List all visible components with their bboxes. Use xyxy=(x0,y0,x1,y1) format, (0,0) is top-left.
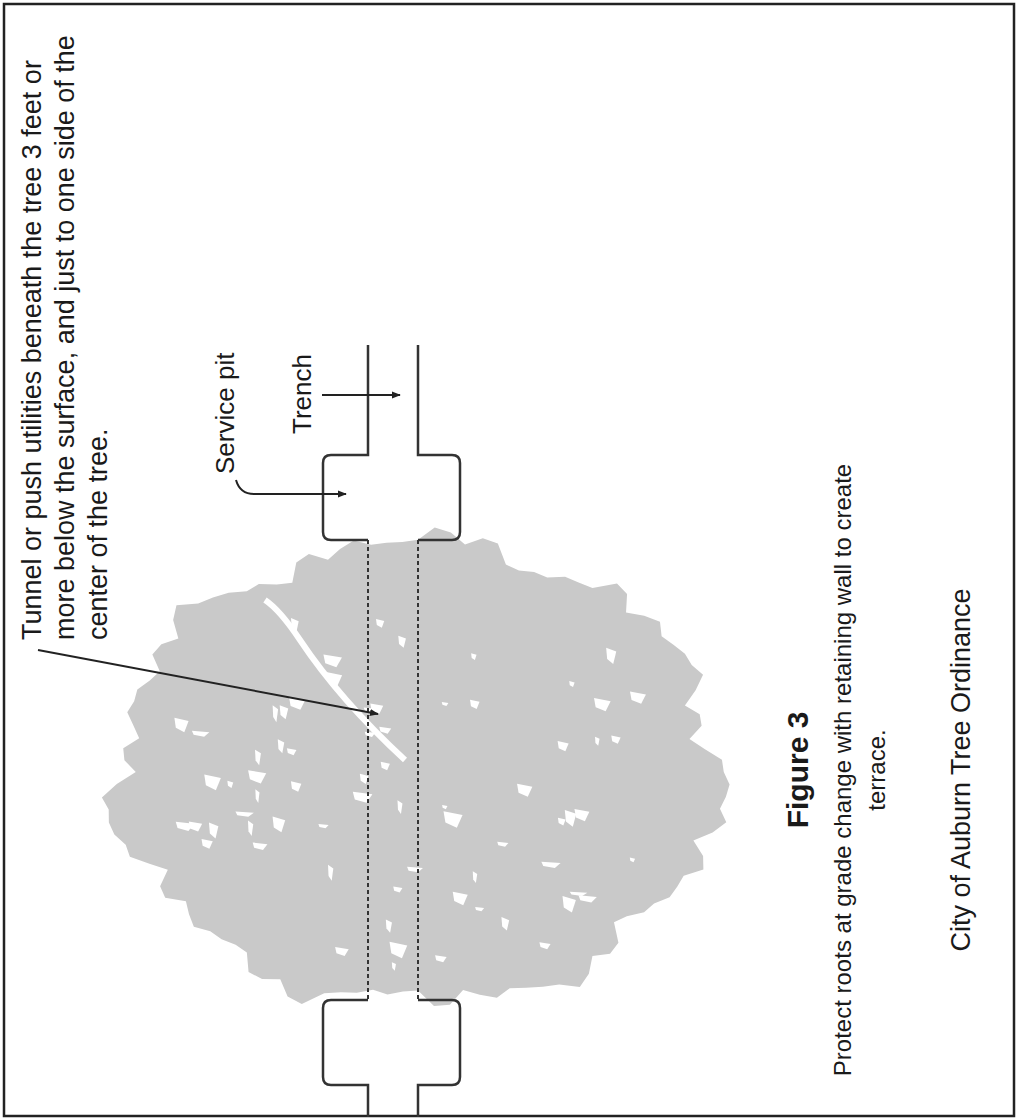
canopy-gap xyxy=(376,619,384,628)
canopy-gap xyxy=(594,698,611,711)
canopy-gap xyxy=(397,800,402,814)
canopy-gap xyxy=(192,731,209,737)
canopy-gap xyxy=(287,748,297,755)
canopy-gap xyxy=(611,736,620,744)
service-pit-top-right xyxy=(418,345,460,540)
canopy-gap xyxy=(398,636,406,648)
canopy-gap xyxy=(273,817,286,833)
canopy-gap xyxy=(471,653,476,660)
canopy-gap xyxy=(475,907,484,911)
canopy-gap xyxy=(209,823,218,839)
figure-caption: Protect roots at grade change with retai… xyxy=(826,445,894,1095)
canopy-gap xyxy=(630,858,635,863)
canopy-gap xyxy=(574,809,589,821)
canopy-gap xyxy=(630,692,646,704)
source-credit: City of Auburn Tree Ordinance xyxy=(945,450,977,1090)
canopy-gap xyxy=(517,784,532,797)
tunnel-path xyxy=(368,540,418,1000)
canopy-gap xyxy=(248,821,253,836)
canopy-gap xyxy=(280,705,289,719)
canopy-gap xyxy=(442,702,449,706)
canopy-gap xyxy=(235,811,253,816)
canopy-gap xyxy=(569,681,574,687)
canopy-gap xyxy=(558,741,569,751)
canopy-gap xyxy=(248,770,266,783)
canopy-gap xyxy=(595,737,600,746)
canopy-gap xyxy=(562,896,575,912)
canopy-gap xyxy=(501,917,509,931)
canopy-gap xyxy=(328,865,333,881)
canopy-gap xyxy=(390,942,408,958)
canopy-gap xyxy=(392,962,396,971)
canopy-gap xyxy=(606,648,616,664)
tree-crown xyxy=(102,528,730,1006)
canopy-gap xyxy=(176,822,194,831)
canopy-gap xyxy=(353,792,373,803)
canopy-gap xyxy=(318,824,328,828)
canopy-gap xyxy=(335,947,349,956)
frame-border xyxy=(4,4,1014,1116)
canopy-gap xyxy=(570,892,588,896)
canopy-gap xyxy=(565,810,576,827)
canopy-gap xyxy=(202,839,213,849)
callout-note: Tunnel or push utilities beneath the tre… xyxy=(16,25,115,640)
canopy-gap xyxy=(323,654,342,667)
canopy-gap xyxy=(407,867,423,873)
canopy-gap xyxy=(453,892,468,905)
tunnel-line xyxy=(367,540,369,1000)
leader-arrow xyxy=(38,650,378,714)
canopy-gap xyxy=(435,955,447,962)
service-pit-bottom-right xyxy=(418,1000,460,1117)
canopy-gap xyxy=(386,920,392,933)
canopy-gap xyxy=(291,781,301,792)
canopy-gap xyxy=(473,871,477,883)
canopy-gap xyxy=(381,762,390,771)
trench-outline xyxy=(323,345,460,1117)
canopy-gap xyxy=(174,718,188,733)
canopy-gap xyxy=(204,774,221,790)
canopy-gap xyxy=(255,750,261,766)
figure-title: Figure 3 xyxy=(780,570,816,970)
canopy-gap xyxy=(539,942,550,949)
canopy-gap xyxy=(227,781,233,788)
service-pit-bottom-left xyxy=(323,1000,368,1117)
canopy-gap xyxy=(273,705,278,722)
branch-gap xyxy=(265,600,405,760)
callout-label: Trench xyxy=(287,304,317,434)
tunnel-line xyxy=(417,540,419,1000)
canopy-gap xyxy=(444,811,463,828)
canopy-gap xyxy=(379,727,391,734)
leader-arrow xyxy=(322,394,400,396)
canopy-gap xyxy=(470,700,480,709)
canopy-gap xyxy=(442,805,447,809)
canopy-gap xyxy=(558,818,566,826)
canopy-gap xyxy=(497,842,508,847)
canopy-gap xyxy=(278,739,284,753)
callout-label: Service pit xyxy=(210,304,240,474)
service-pit-top-left xyxy=(323,345,368,540)
canopy-gap xyxy=(255,789,259,803)
canopy-gap xyxy=(253,842,268,850)
canopy-gap xyxy=(393,887,402,893)
leader-arrow xyxy=(236,480,346,494)
canopy-gap xyxy=(578,895,596,902)
canopy-gap xyxy=(541,862,560,868)
tree-canopy xyxy=(102,528,730,1006)
